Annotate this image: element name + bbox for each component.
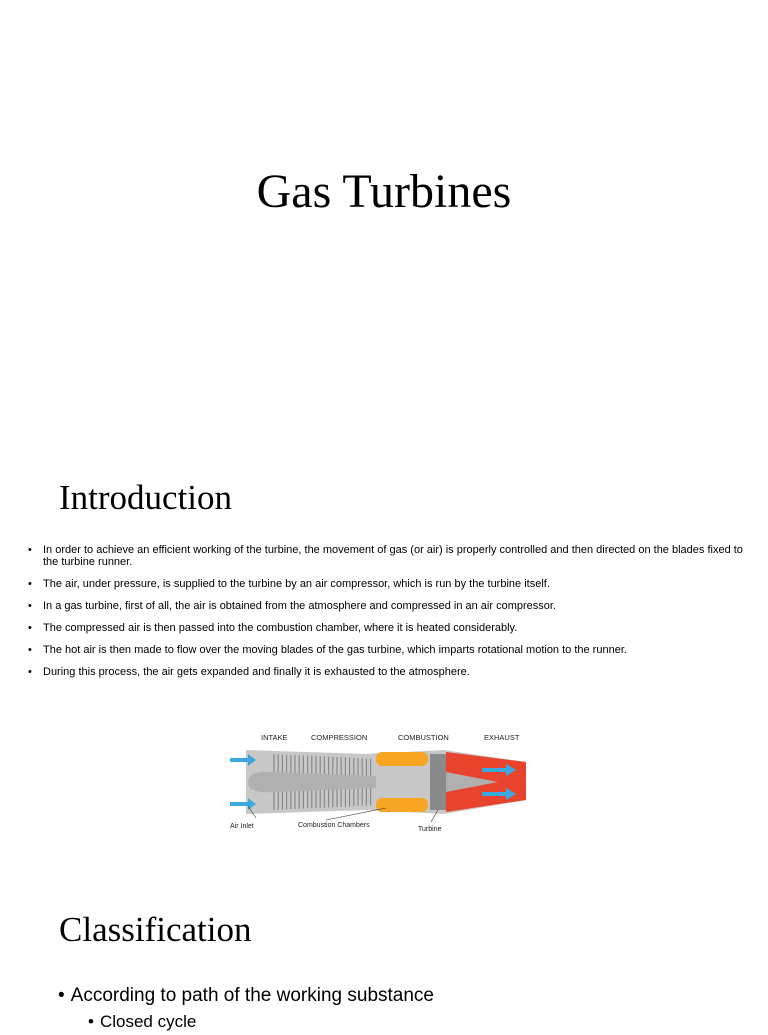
list-item: •According to path of the working substa… — [58, 983, 434, 1009]
leader-line-turbine — [430, 809, 439, 823]
combustion-chamber-bottom — [376, 798, 428, 812]
bullet-text: The compressed air is then passed into t… — [43, 622, 518, 634]
label-combustion: COMBUSTION — [398, 733, 449, 742]
bullet-icon: • — [28, 600, 32, 612]
bullet-text: Closed cycle — [99, 1012, 197, 1031]
introduction-heading: Introduction — [59, 478, 233, 517]
bullet-icon: • — [28, 578, 32, 590]
bullet-text: The hot air is then made to flow over th… — [43, 644, 627, 656]
bullet-icon: • — [28, 666, 32, 678]
label-turbine: Turbine — [418, 826, 442, 833]
combustion-chamber-top — [376, 752, 428, 766]
list-item: • The compressed air is then passed into … — [28, 622, 760, 634]
gas-turbine-diagram: INTAKE COMPRESSION COMBUSTION EXHAUST Ai… — [226, 728, 536, 836]
bullet-icon: • — [28, 544, 32, 556]
leader-line-air-inlet — [247, 805, 257, 819]
list-item: • The hot air is then made to flow over t… — [28, 644, 760, 656]
bullet-icon: • — [88, 1012, 94, 1031]
label-air-inlet: Air Inlet — [230, 823, 254, 830]
nose-cone — [248, 771, 376, 793]
airflow-arrows — [230, 754, 516, 810]
bullet-icon: • — [28, 622, 32, 634]
list-item: • Closed cycle — [58, 1009, 434, 1035]
bullet-text: During this process, the air gets expand… — [43, 666, 470, 678]
introduction-bullet-list: • In order to achieve an efficient workin… — [28, 544, 760, 688]
bullet-text: In a gas turbine, first of all, the air … — [43, 600, 556, 612]
bullet-icon: • — [58, 985, 65, 1006]
slide-title: Gas Turbines — [256, 165, 512, 218]
label-combustion-chambers: Combustion Chambers — [298, 822, 370, 829]
bullet-text: According to path of the working substan… — [70, 985, 434, 1006]
list-item: • In order to achieve an efficient workin… — [28, 544, 760, 568]
turbine-diagram-svg: INTAKE COMPRESSION COMBUSTION EXHAUST Ai… — [230, 733, 526, 833]
label-exhaust: EXHAUST — [484, 733, 520, 742]
classification-heading: Classification — [59, 910, 252, 949]
exhaust-cone — [446, 772, 498, 792]
leader-line-combustion — [325, 807, 387, 821]
list-item: • During this process, the air gets expan… — [28, 666, 760, 678]
classification-list: •According to path of the working substa… — [58, 983, 434, 1035]
label-compression: COMPRESSION — [311, 733, 367, 742]
turbine-section — [430, 754, 446, 810]
bullet-text: The air, under pressure, is supplied to … — [43, 578, 550, 590]
list-item: • In a gas turbine, first of all, the air… — [28, 600, 760, 612]
bullet-icon: • — [28, 644, 32, 656]
list-item: • The air, under pressure, is supplied to… — [28, 578, 760, 590]
label-intake: INTAKE — [261, 733, 288, 742]
bullet-text: In order to achieve an efficient working… — [43, 544, 743, 568]
